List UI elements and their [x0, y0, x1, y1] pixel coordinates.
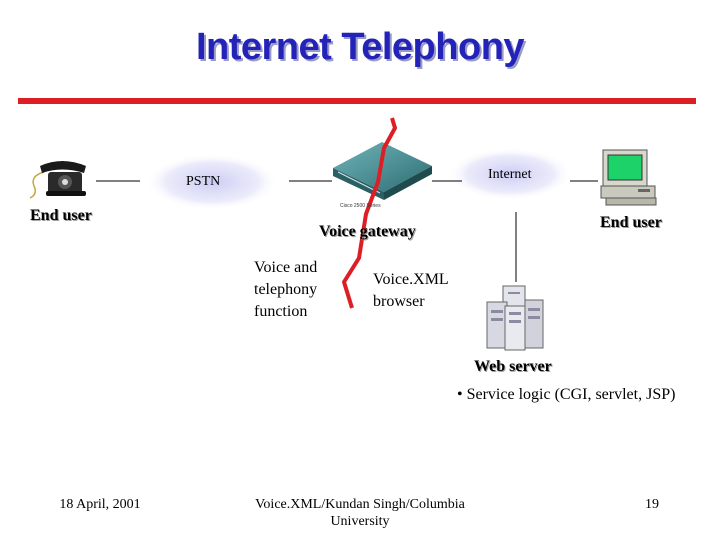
title-underline [18, 98, 696, 104]
voice-gateway-label: Voice gateway [319, 223, 416, 240]
connection-lines [96, 180, 598, 282]
footer-date: 18 April, 2001 [59, 497, 141, 512]
telephony-line-1: Voice and [254, 259, 318, 276]
footer-credit: Voice.XML/Kundan Singh/Columbia Universi… [240, 496, 480, 530]
footer-credit-line-2: University [330, 514, 390, 529]
web-server-icon [486, 285, 544, 351]
end-user-left-label: End user [30, 207, 92, 224]
internet-label: Internet [488, 167, 532, 182]
voicexml-browser-text: Voice.XML browser [373, 269, 449, 313]
voicexml-line-1: Voice.XML [373, 271, 449, 288]
telephony-line-3: function [254, 303, 308, 320]
slide-title: Internet Telephony [195, 26, 525, 68]
service-logic-bullet: • Service logic (CGI, servlet, JSP) [457, 386, 676, 403]
web-server-label: Web server [474, 358, 552, 375]
pstn-label: PSTN [186, 174, 221, 189]
gateway-brand-label: Cisco 2500 Series [340, 203, 381, 209]
computer-icon [600, 149, 657, 206]
telephony-line-2: telephony [254, 281, 318, 298]
page-number: 19 [645, 497, 659, 512]
internet-cloud [448, 148, 572, 200]
telephony-function-text: Voice and telephony function [254, 257, 317, 323]
telephone-icon [29, 161, 86, 199]
pstn-cloud [146, 154, 278, 210]
divider-line [342, 117, 397, 309]
end-user-right-label: End user [600, 214, 662, 231]
voicexml-line-2: browser [373, 293, 425, 310]
footer-credit-line-1: Voice.XML/Kundan Singh/Columbia [255, 497, 465, 512]
